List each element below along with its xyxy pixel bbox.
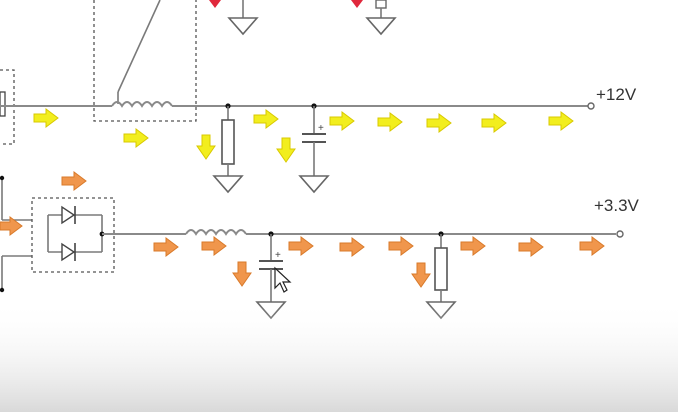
arrow-right-icon (0, 216, 23, 236)
arrow-right-icon (153, 237, 179, 257)
rail-12v (0, 101, 595, 110)
arrow-right-icon (388, 236, 414, 256)
arrow-down-icon (411, 262, 431, 288)
svg-text:+: + (275, 250, 281, 261)
arrow-right-icon (253, 109, 279, 129)
svg-text:+: + (318, 123, 324, 134)
label-12v: +12V (596, 85, 637, 104)
rail-3v3 (102, 229, 624, 238)
flow-arrows-3v3 (0, 171, 605, 288)
arrow-right-icon (288, 236, 314, 256)
arrow-right-icon (579, 236, 605, 256)
top-ground-left (227, 0, 259, 36)
ground-icon (298, 175, 330, 194)
bottom-fade (0, 300, 678, 412)
arrow-right-icon (377, 112, 403, 132)
diode-block (31, 197, 115, 273)
arrow-down-icon (232, 261, 252, 287)
arrow-right-icon (61, 171, 87, 191)
red-arrow-icon (209, 0, 221, 8)
arrow-right-icon (426, 113, 452, 133)
left-wires-lower (0, 175, 32, 293)
arrow-right-icon (123, 128, 149, 148)
arrow-right-icon (339, 237, 365, 257)
ground-icon (212, 175, 244, 194)
arrow-right-icon (481, 113, 507, 133)
capacitor-12v: + (298, 103, 330, 194)
top-ground-right (365, 0, 397, 36)
arrow-down-icon (276, 137, 296, 163)
label-3v3: +3.3V (594, 196, 640, 215)
red-arrow-icon (351, 0, 363, 8)
arrow-right-icon (548, 111, 574, 131)
arrow-right-icon (329, 111, 355, 131)
arrow-right-icon (201, 236, 227, 256)
flow-arrows-12v (33, 108, 574, 163)
mouse-pointer-icon (274, 266, 292, 293)
resistor-12v (212, 103, 244, 194)
arrow-right-icon (518, 237, 544, 257)
arrow-right-icon (33, 108, 59, 128)
arrow-right-icon (460, 236, 486, 256)
arrow-down-icon (196, 134, 216, 160)
